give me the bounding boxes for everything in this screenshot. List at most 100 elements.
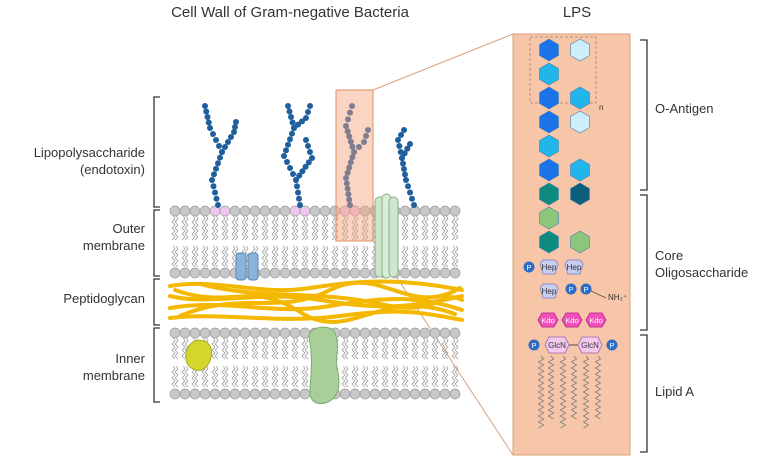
lps-bead — [351, 149, 357, 155]
lipid-tail — [291, 245, 296, 268]
lipid-tail — [181, 337, 186, 360]
lipid-head — [229, 388, 241, 400]
lipid-tail — [281, 245, 286, 268]
lipid-head — [409, 388, 421, 400]
lipid-tail — [424, 215, 429, 241]
lps-bead — [302, 163, 309, 170]
lipid-head — [419, 205, 431, 217]
lps-bead — [347, 138, 354, 145]
lipid-tail — [194, 245, 199, 268]
lipid-head — [219, 388, 231, 400]
lipid-tail — [241, 365, 246, 388]
svg-text:P: P — [609, 341, 614, 350]
lps-bead — [287, 136, 293, 143]
lps-bead — [285, 103, 291, 109]
lipid-head — [249, 205, 261, 217]
lps-bead — [401, 127, 407, 133]
lipid-tail — [241, 337, 246, 360]
lps-bead — [403, 177, 409, 183]
lipid-tail — [434, 365, 439, 388]
lipid-head — [269, 388, 281, 400]
lps-bead — [346, 196, 353, 203]
lps-bead — [344, 185, 351, 192]
lipid-tail — [374, 365, 379, 388]
lipid-tail — [214, 365, 219, 388]
lps-bead — [404, 145, 411, 152]
svg-text:P: P — [531, 341, 536, 350]
lps-bead — [409, 195, 415, 202]
lipid-head — [419, 388, 431, 400]
lipid-tail — [294, 337, 299, 360]
lipid-tail — [281, 365, 286, 388]
outer-membrane-tails — [171, 215, 459, 268]
lipid-tail — [344, 215, 349, 241]
lipid-tail — [421, 215, 426, 241]
lipid-head — [449, 267, 461, 279]
lipid-head — [199, 205, 211, 217]
lipid-head — [349, 388, 361, 400]
lps-bead — [399, 155, 405, 161]
lps-bead — [203, 108, 210, 115]
lipid-head — [219, 267, 231, 279]
lipid-tail — [411, 365, 416, 388]
lps-bead — [284, 159, 290, 165]
lipid-tail — [401, 365, 406, 388]
lipid-tail — [304, 215, 309, 241]
svg-text:Hep: Hep — [567, 263, 582, 272]
lps-bead — [365, 127, 371, 133]
lipid-tail — [274, 365, 279, 388]
lipid-tail — [404, 365, 409, 388]
peptidoglycan-strand — [198, 282, 464, 310]
svg-text:P: P — [526, 263, 531, 272]
main-title: Cell Wall of Gram-negative Bacteria — [171, 4, 410, 21]
svg-text:P: P — [583, 285, 588, 294]
lipid-head — [399, 388, 411, 400]
lipid-tail — [334, 215, 339, 241]
lipid-tail — [414, 245, 419, 268]
lps-bead — [222, 144, 228, 150]
lipid-tail — [204, 245, 209, 268]
phosphate-1: P — [523, 261, 535, 273]
lipid-tail — [421, 337, 426, 360]
lipid-tail — [231, 365, 236, 388]
lipid-tail — [444, 365, 449, 388]
lipid-tail — [371, 365, 376, 388]
lipid-tail — [304, 337, 309, 360]
core-label-line2: Oligosaccharide — [655, 265, 748, 280]
lps-bead — [281, 153, 287, 159]
lps-bead — [215, 202, 221, 208]
lipid-head — [229, 205, 241, 217]
lipid-tail — [211, 245, 216, 268]
lps-bead — [204, 114, 211, 120]
lps-chain-1 — [202, 103, 225, 208]
lipid-tail — [381, 365, 386, 388]
lipid-head — [339, 388, 351, 400]
lipid-tail — [341, 365, 346, 388]
lipid-tail — [371, 215, 376, 241]
lipid-tail — [404, 215, 409, 241]
lipid-tail — [271, 365, 276, 388]
lipid-tail — [234, 215, 239, 241]
outer-membrane-porin — [374, 193, 399, 279]
lipid-tail — [194, 215, 199, 241]
lipid-head — [429, 205, 441, 217]
lps-title: LPS — [563, 4, 591, 21]
lps-bead — [346, 133, 353, 140]
lipid-tail — [224, 245, 229, 268]
lipid-tail — [261, 337, 266, 360]
lps-bead — [303, 115, 309, 121]
lipid-tail — [184, 215, 189, 241]
outer-membrane-bracket — [153, 209, 160, 277]
lipid-head — [179, 327, 191, 339]
lps-bead — [296, 195, 302, 202]
fatty-acid-tail — [537, 355, 545, 429]
lipid-tail — [221, 215, 226, 241]
lipid-tail — [394, 365, 399, 388]
lipid-tail — [264, 245, 269, 268]
lipid-tail — [274, 215, 279, 241]
lipid-tail — [391, 365, 396, 388]
lipid-tail — [441, 215, 446, 241]
peptidoglycan-strand — [168, 309, 464, 322]
lipid-tail — [221, 245, 226, 268]
lipid-tail — [301, 365, 306, 388]
